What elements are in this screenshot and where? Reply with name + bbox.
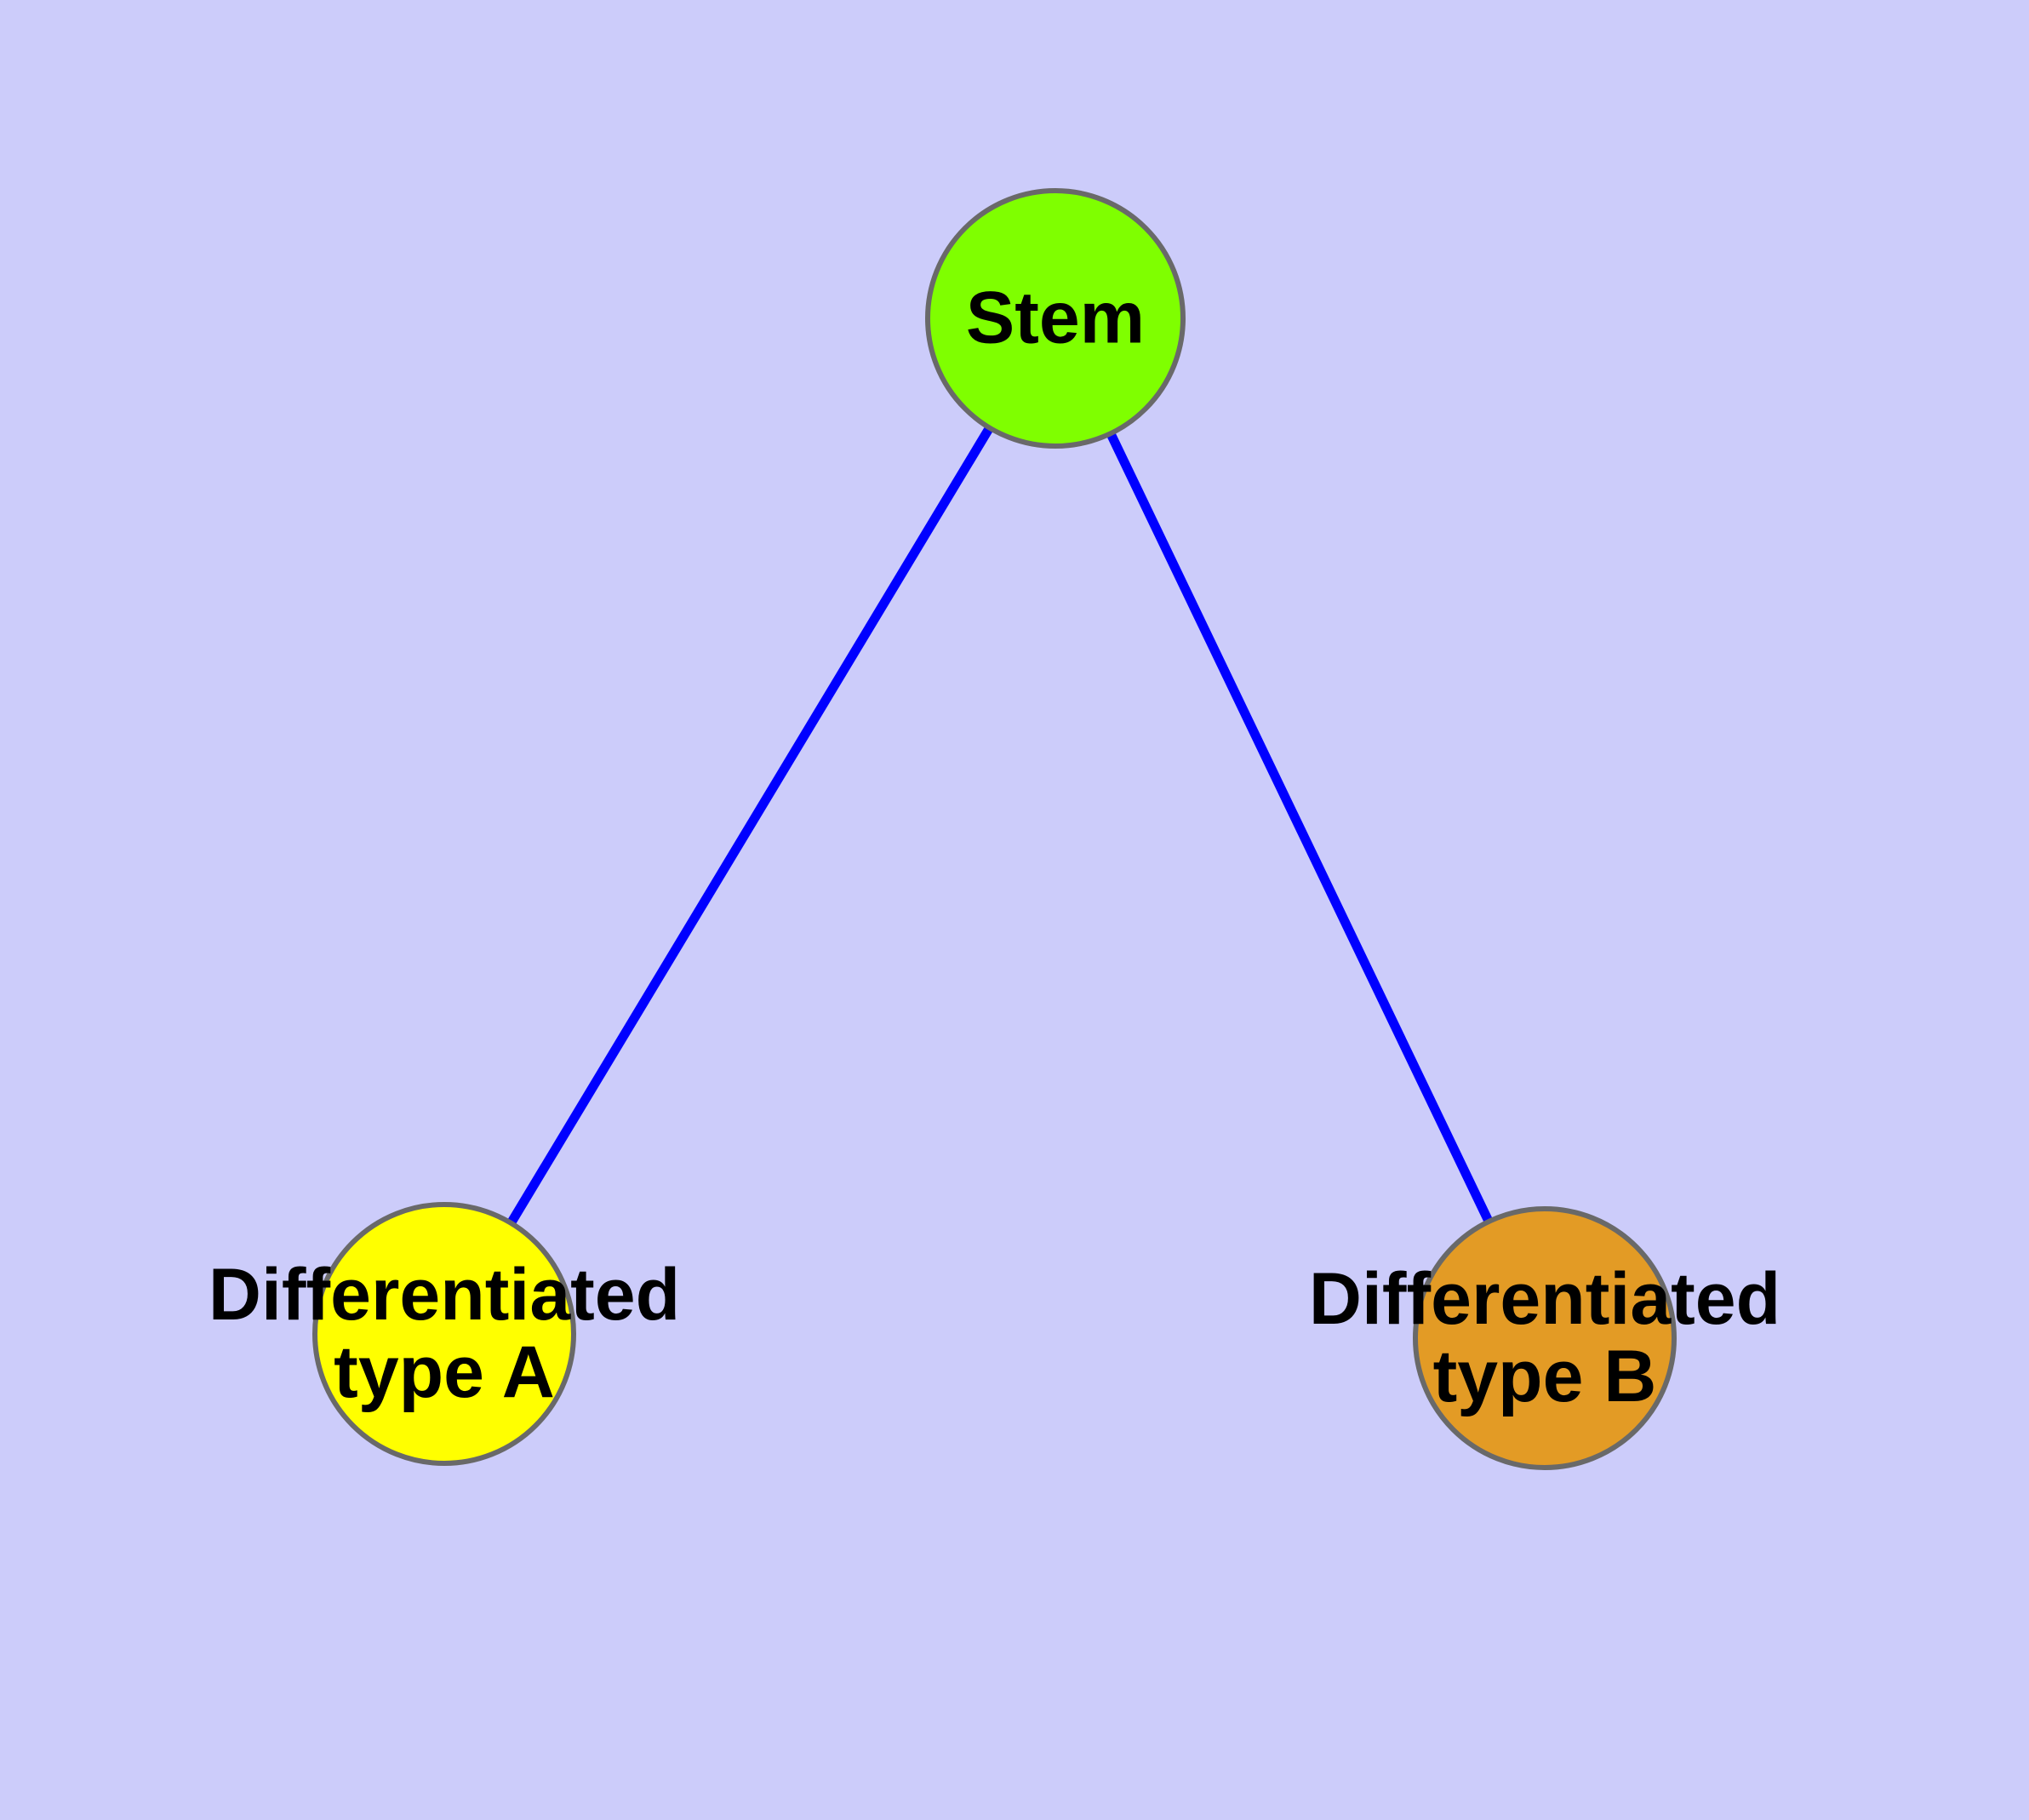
edge-stem-diff-b[interactable] xyxy=(1051,316,1549,1341)
node-layer xyxy=(312,188,1677,1470)
node-differentiated-type-a[interactable] xyxy=(312,1202,576,1466)
edge-layer xyxy=(440,316,1549,1341)
edge-stem-diff-a[interactable] xyxy=(440,316,1060,1336)
node-stem[interactable] xyxy=(925,188,1186,449)
node-differentiated-type-b[interactable] xyxy=(1413,1206,1677,1470)
